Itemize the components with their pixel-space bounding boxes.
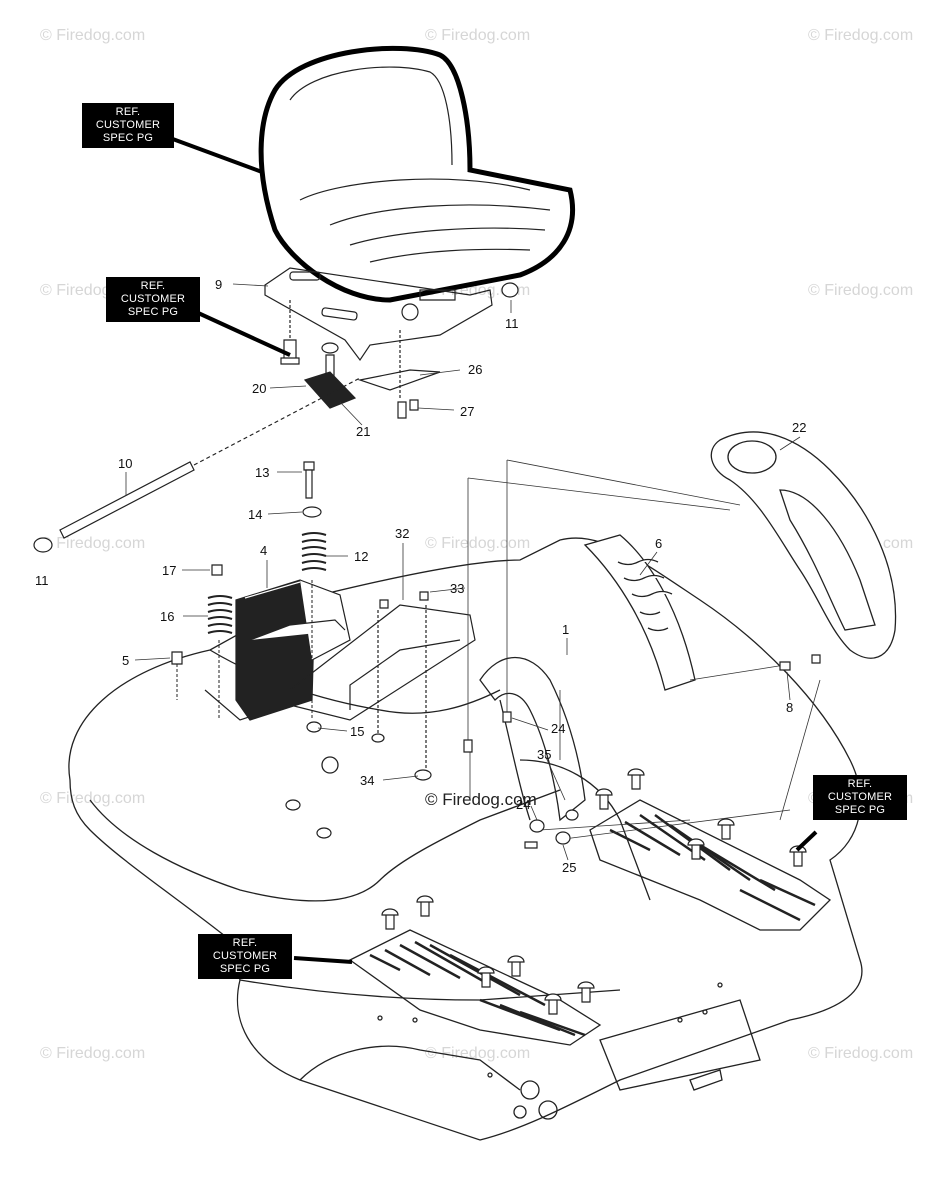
- seat-hardware: [280, 282, 519, 419]
- ref-leaders: [169, 136, 818, 964]
- ref-label: SPEC PG: [834, 804, 886, 816]
- watermark: © Firedog.com: [40, 790, 145, 807]
- ref-customer-spec-box: REF. CUSTOMER SPEC PG: [82, 103, 174, 148]
- callout-12: 12: [354, 549, 368, 564]
- watermark: © Firedog.com: [425, 535, 530, 552]
- callout-11-left: 11: [35, 573, 49, 588]
- left-footpad: [348, 929, 602, 1046]
- ref-customer-spec-box: REF. CUSTOMER SPEC PG: [813, 775, 907, 820]
- insert-panel: [583, 534, 696, 691]
- callout-35: 35: [537, 747, 551, 762]
- callout-24-lower: 24: [516, 797, 530, 812]
- ref-label: SPEC PG: [219, 963, 271, 975]
- ref-label: REF.: [140, 280, 166, 292]
- callout-6: 6: [655, 536, 662, 551]
- leader-lines: [467, 459, 821, 841]
- callout-17: 17: [162, 563, 176, 578]
- callout-11-top: 11: [505, 316, 519, 331]
- ref-customer-spec-box: REF. CUSTOMER SPEC PG: [198, 934, 292, 979]
- rear-panel: [710, 431, 897, 659]
- callout-22: 22: [792, 420, 806, 435]
- callout-8: 8: [786, 700, 793, 715]
- callout-32: 32: [395, 526, 409, 541]
- watermark: © Firedog.com: [425, 27, 530, 44]
- ref-label: SPEC PG: [102, 132, 154, 144]
- callout-4: 4: [260, 543, 267, 558]
- ref-label: REF.: [115, 106, 141, 118]
- callout-13: 13: [255, 465, 269, 480]
- watermark: © Firedog.com: [40, 27, 145, 44]
- callout-1: 1: [562, 622, 569, 637]
- springs: [171, 461, 327, 733]
- carriage-bolts: [381, 768, 807, 1015]
- callout-16: 16: [160, 609, 174, 624]
- callout-14: 14: [248, 507, 262, 522]
- ref-label: SPEC PG: [127, 306, 179, 318]
- callout-33: 33: [450, 581, 464, 596]
- callout-15: 15: [350, 724, 364, 739]
- callout-34: 34: [360, 773, 374, 788]
- callout-20: 20: [252, 381, 266, 396]
- callout-21: 21: [356, 424, 370, 439]
- ref-label: REF.: [847, 778, 873, 790]
- seat: [258, 45, 576, 303]
- watermark: © Firedog.com: [808, 27, 913, 44]
- callout-9: 9: [215, 277, 222, 292]
- bracket-plate: [289, 591, 476, 781]
- callout-5: 5: [122, 653, 129, 668]
- callouts: 9 11 20 21 26 27 10 11 13 14 12 32 4 17 …: [35, 277, 806, 875]
- arch-hardware: [285, 654, 821, 849]
- ref-label: REF.: [232, 937, 258, 949]
- pivot-rod: [33, 377, 361, 553]
- watermark: © Firedog.com: [808, 1045, 913, 1062]
- ref-customer-spec-box: REF. CUSTOMER SPEC PG: [106, 277, 200, 322]
- watermark-center: © Firedog.com: [425, 790, 537, 809]
- callout-leaders: [125, 283, 801, 861]
- callout-27: 27: [460, 404, 474, 419]
- watermark: © Firedog.com: [808, 282, 913, 299]
- ref-label: CUSTOMER: [212, 950, 278, 962]
- ref-label: CUSTOMER: [827, 791, 893, 803]
- callout-10: 10: [118, 456, 132, 471]
- watermark: © Firedog.com: [425, 1045, 530, 1062]
- ref-label: CUSTOMER: [120, 293, 186, 305]
- callout-24-upper: 24: [551, 721, 565, 736]
- watermark: © Firedog.com: [40, 535, 145, 552]
- ref-label: CUSTOMER: [95, 119, 161, 131]
- callout-25: 25: [562, 860, 576, 875]
- callout-26: 26: [468, 362, 482, 377]
- watermark: © Firedog.com: [40, 1045, 145, 1062]
- seat-bracket: [264, 267, 493, 362]
